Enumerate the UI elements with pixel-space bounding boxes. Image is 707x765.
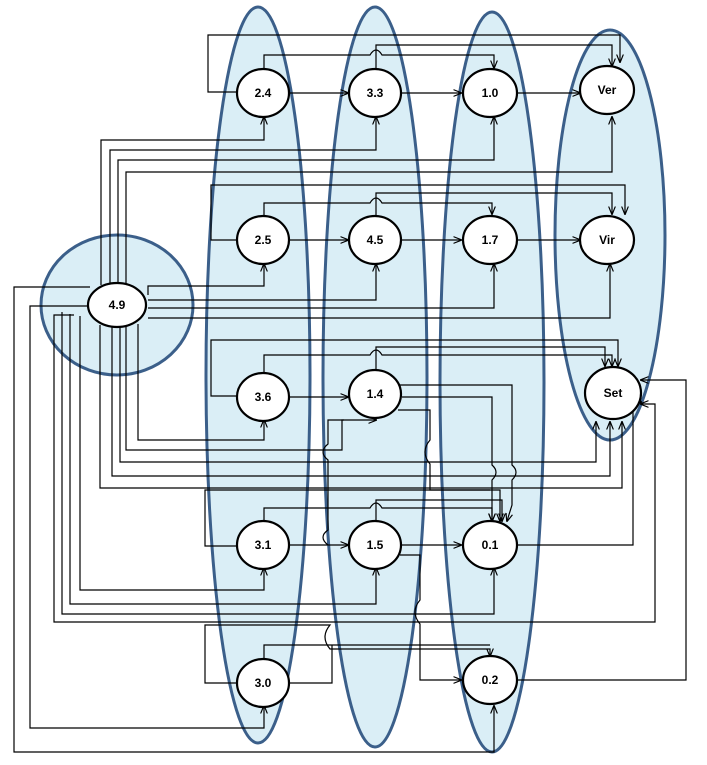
node-2-4: 2.4 — [235, 67, 291, 119]
edge-3.0-self — [288, 645, 333, 684]
edge-4.9-3.3 — [109, 117, 376, 284]
node-label: 1.7 — [482, 233, 499, 247]
node-label: 0.1 — [482, 538, 499, 552]
node-label: Set — [604, 386, 623, 400]
node-label: 2.5 — [255, 233, 272, 247]
edge-4.9-set-b — [111, 326, 610, 477]
edge-4.9-1.5 — [69, 314, 376, 605]
edge-3.3-ver — [375, 44, 612, 70]
node-1-0: 1.0 — [461, 67, 519, 119]
node-label: 1.0 — [482, 86, 499, 100]
edge-4.9-1.4 — [125, 325, 376, 451]
edge-3.6-set — [210, 339, 618, 397]
edge-4.9-2.4 — [100, 117, 264, 285]
edge-1.5-0.2 — [400, 554, 461, 680]
node-label: 4.5 — [367, 233, 384, 247]
edge-1.5-0.1-top — [375, 499, 502, 524]
node-4-5: 4.5 — [347, 214, 403, 266]
edge-4.9-vir — [148, 264, 610, 319]
node-1-5: 1.5 — [347, 519, 403, 571]
edge-4.9-set-d — [53, 314, 656, 623]
edge-4.9-1.0 — [117, 117, 494, 283]
node-0-1: 0.1 — [461, 519, 519, 571]
node-set: Set — [583, 365, 643, 421]
node-label: 3.1 — [255, 538, 272, 552]
edge-4.9-set-c — [99, 325, 622, 489]
node-label: 1.4 — [367, 387, 384, 401]
node-label: Vir — [599, 233, 615, 247]
group-column-3 — [438, 10, 546, 754]
edge-3.1-0.1 — [204, 489, 490, 547]
edge-4.9-1.7 — [148, 264, 494, 309]
node-label: Ver — [598, 83, 617, 97]
edge-3.0-0.2-b — [263, 644, 490, 661]
edges — [13, 34, 687, 753]
node-ver: Ver — [578, 64, 636, 116]
node-3-0: 3.0 — [235, 657, 291, 709]
node-1-7: 1.7 — [461, 214, 519, 266]
edge-4.9-3.0 — [29, 305, 264, 729]
edge-4.9-3.6 — [137, 324, 264, 441]
edge-1.4-set — [375, 346, 605, 375]
node-0-2: 0.2 — [461, 654, 519, 706]
edge-2.4-ver — [207, 34, 620, 93]
node-label: 0.2 — [482, 673, 499, 687]
edge-1.4-0.1-a — [402, 396, 497, 521]
node-label: 2.4 — [255, 86, 272, 100]
node-4-9: 4.9 — [86, 281, 148, 329]
edge-1.5-crossing — [322, 419, 344, 546]
node-3-3: 3.3 — [347, 67, 403, 119]
node-2-5: 2.5 — [235, 214, 291, 266]
edge-4.9-set-a — [119, 326, 596, 463]
node-label: 4.9 — [109, 298, 126, 312]
edge-3.6-1.4-top — [263, 349, 612, 375]
edge-1.4-0.1-b — [398, 409, 500, 521]
edge-4.9-2.5 — [147, 264, 264, 295]
edge-4.9-ver — [125, 117, 612, 284]
edge-4.9-0.2 — [13, 286, 494, 753]
node-label: 3.6 — [255, 390, 272, 404]
edge-0.2-set — [517, 380, 687, 681]
edge-4.5-vir — [375, 192, 612, 218]
node-3-6: 3.6 — [235, 371, 291, 423]
node-vir: Vir — [578, 214, 636, 266]
node-label: 3.3 — [367, 86, 384, 100]
node-3-1: 3.1 — [235, 519, 291, 571]
edge-4.9-0.1 — [61, 312, 494, 615]
edge-4.9-3.1 — [79, 316, 264, 591]
node-label: 3.0 — [255, 676, 272, 690]
edge-1.4-0.1-c — [396, 384, 517, 521]
node-1-4: 1.4 — [347, 368, 403, 420]
edge-2.5-vir — [210, 184, 625, 241]
edge-4.9-4.5 — [148, 264, 376, 301]
edge-3.0-0.2 — [204, 624, 490, 684]
node-label: 1.5 — [367, 538, 384, 552]
